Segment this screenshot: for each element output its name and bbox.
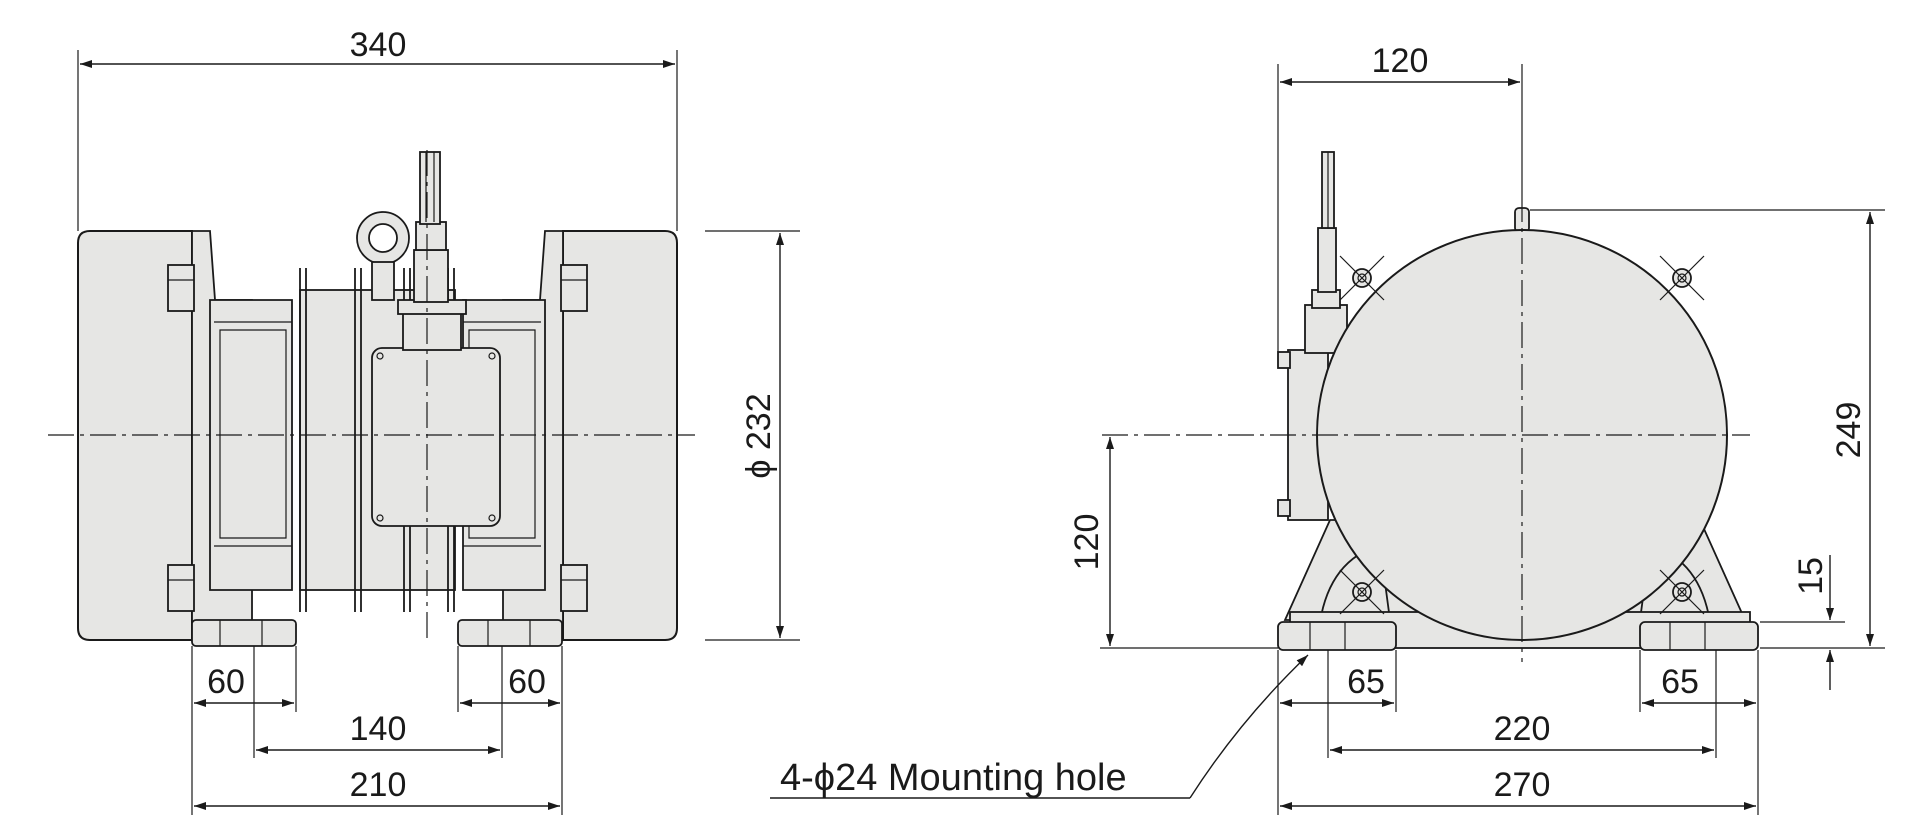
dim-120-height: 120 [1068,514,1106,571]
dim-15: 15 [1792,557,1830,595]
front-view [48,150,695,647]
dim-65-right: 65 [1661,663,1699,701]
side-view [1102,151,1759,662]
dim-60-right: 60 [508,663,546,701]
dim-270: 270 [1494,766,1551,804]
front-foot-right [457,619,563,647]
front-foot-left [191,619,297,647]
side-dimensions: 120 120 249 15 65 65 220 270 [1068,42,1885,815]
dim-249: 249 [1830,402,1868,459]
right-end-cover [562,230,678,641]
dim-diameter-232: ϕ 232 [740,393,778,478]
side-bolts [1339,255,1705,615]
mounting-hole-label: 4-ϕ24 Mounting hole [780,757,1127,799]
dim-210: 210 [350,766,407,804]
dim-65-left: 65 [1347,663,1385,701]
eye-bolt [356,211,410,301]
dim-220: 220 [1494,710,1551,748]
dim-120-top: 120 [1372,42,1429,80]
mounting-hole-note: 4-ϕ24 Mounting hole [770,654,1309,799]
terminal-box [371,347,501,527]
dim-60-left: 60 [207,663,245,701]
dim-140: 140 [350,710,407,748]
dim-340: 340 [350,26,407,64]
front-dimensions: 340 ϕ 232 60 60 140 210 [77,26,800,815]
